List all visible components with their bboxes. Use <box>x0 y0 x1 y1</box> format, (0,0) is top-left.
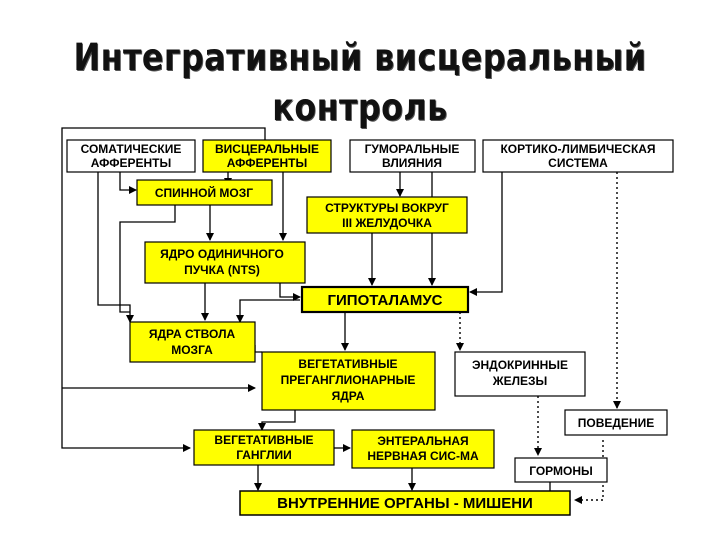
box-preganglionic-nuclei: ВЕГЕТАТИВНЫЕ ПРЕГАНГЛИОНАРНЫЕ ЯДРА <box>261 351 436 411</box>
targets-label: ВНУТРЕННИЕ ОРГАНЫ - МИШЕНИ <box>277 495 533 512</box>
box-humoral-influences: ГУМОРАЛЬНЫЕ ВЛИЯНИЯ <box>349 139 476 173</box>
hypothalamus-label: ГИПОТАЛАМУС <box>328 292 443 309</box>
box-cortico-limbic: КОРТИКО-ЛИМБИЧЕСКАЯ СИСТЕМА <box>482 139 674 173</box>
hormones-label: ГОРМОНЫ <box>529 464 593 478</box>
box-third-ventricle: СТРУКТУРЫ ВОКРУГ III ЖЕЛУДОЧКА <box>306 196 468 234</box>
slide-title-line-1: Интегративный висцеральный <box>73 36 647 79</box>
nts-line-1: ЯДРО ОДИНИЧНОГО <box>160 247 284 261</box>
box-somatic-afferents: СОМАТИЧЕСКИЕ АФФЕРЕНТЫ <box>66 139 196 173</box>
box-visceral-afferents: ВИСЦЕРАЛЬНЫЕ АФФЕРЕНТЫ <box>202 139 332 173</box>
third-ventricle-line-2: III ЖЕЛУДОЧКА <box>342 216 432 230</box>
somatic-to-spinal <box>119 172 137 194</box>
spinal-label: СПИННОЙ МОЗГ <box>155 185 253 200</box>
box-hormones: ГОРМОНЫ <box>514 457 608 483</box>
brainstem-line-1: ЯДРА СТВОЛА <box>149 327 236 341</box>
spinal-to-brainstem <box>119 205 176 313</box>
enteric-line-2: НЕРВНАЯ СИС-МА <box>367 449 479 463</box>
box-endocrine-glands: ЭНДОКРИННЫЕ ЖЕЛЕЗЫ <box>454 351 586 397</box>
cortico-to-hypothalamus <box>469 172 503 296</box>
preganglionic-line-3: ЯДРА <box>332 389 365 403</box>
somatic-to-brainstem <box>97 172 134 323</box>
box-brainstem-nuclei: ЯДРА СТВОЛА МОЗГА <box>129 321 256 363</box>
endocrine-line-1: ЭНДОКРИННЫЕ <box>472 358 568 372</box>
ganglia-line-2: ГАНГЛИИ <box>236 448 292 462</box>
visceral-line-1: ВИСЦЕРАЛЬНЫЕ <box>215 142 319 156</box>
somatic-line-1: СОМАТИЧЕСКИЕ <box>81 142 182 156</box>
box-hypothalamus: ГИПОТАЛАМУС <box>300 285 470 314</box>
brainstem-line-2: МОЗГА <box>171 343 213 357</box>
enteric-line-1: ЭНТЕРАЛЬНАЯ <box>377 434 468 448</box>
hypothalamus-to-brainstem <box>236 299 300 323</box>
nts-to-hypothalamus <box>279 283 301 301</box>
endocrine-line-2: ЖЕЛЕЗЫ <box>492 374 548 388</box>
third-ventricle-line-1: СТРУКТУРЫ ВОКРУГ <box>325 201 449 215</box>
slide-title-line-2: контроль <box>272 86 448 129</box>
behavior-label: ПОВЕДЕНИЕ <box>578 416 654 430</box>
preganglionic-to-ganglia <box>258 410 296 431</box>
ganglia-line-1: ВЕГЕТАТИВНЫЕ <box>214 433 313 447</box>
box-autonomic-ganglia: ВЕГЕТАТИВНЫЕ ГАНГЛИИ <box>193 429 335 466</box>
somatic-line-2: АФФЕРЕНТЫ <box>91 156 171 170</box>
preganglionic-line-2: ПРЕГАНГЛИОНАРНЫЕ <box>281 373 416 387</box>
humoral-line-2: ВЛИЯНИЯ <box>382 156 442 170</box>
box-behavior: ПОВЕДЕНИЕ <box>564 409 668 436</box>
box-spinal-cord: СПИННОЙ МОЗГ <box>136 179 273 206</box>
cortico-line-2: СИСТЕМА <box>548 156 608 170</box>
box-enteric-nervous-system: ЭНТЕРАЛЬНАЯ НЕРВНАЯ СИС-МА <box>351 429 495 469</box>
cortico-line-1: КОРТИКО-ЛИМБИЧЕСКАЯ <box>500 142 655 156</box>
brainstem-to-preganglionic <box>254 345 262 353</box>
box-nts: ЯДРО ОДИНИЧНОГО ПУЧКА (NTS) <box>144 241 306 284</box>
humoral-line-1: ГУМОРАЛЬНЫЕ <box>365 142 460 156</box>
preganglionic-line-1: ВЕГЕТАТИВНЫЕ <box>298 357 397 371</box>
visceral-line-2: АФФЕРЕНТЫ <box>227 156 307 170</box>
nts-line-2: ПУЧКА (NTS) <box>184 263 260 277</box>
left-bus-line <box>61 127 266 452</box>
box-target-organs: ВНУТРЕННИЕ ОРГАНЫ - МИШЕНИ <box>239 490 571 516</box>
